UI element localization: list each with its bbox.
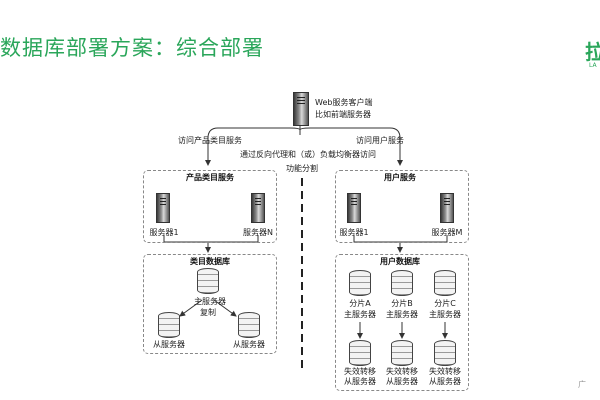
- slave1-db-icon: [158, 312, 180, 338]
- product-db-title: 类目数据库: [190, 257, 230, 266]
- edge-label-proxy: 通过反向代理和（或）负载均衡器访问: [240, 150, 376, 159]
- shardA-db-icon: [349, 270, 371, 296]
- edge-label-product: 访问产品类目服务: [178, 136, 242, 145]
- shardC-role: 主服务器: [429, 310, 461, 319]
- product-db-panel: [143, 254, 277, 354]
- slave2-db-icon: [238, 312, 260, 338]
- shardA-role: 主服务器: [344, 310, 376, 319]
- slave2-label: 从服务器: [233, 340, 265, 349]
- web-client-label-1: Web服务客户端: [315, 98, 373, 107]
- failoverB-line1: 失效转移: [386, 367, 418, 376]
- product-service-panel: [143, 170, 277, 243]
- user-server1-label: 服务器1: [339, 228, 369, 237]
- replicate-label: 复制: [200, 308, 216, 317]
- brand-logo: 拉: [585, 40, 600, 64]
- failoverC-line2: 从服务器: [429, 377, 461, 386]
- shardB-role: 主服务器: [386, 310, 418, 319]
- master-label: 主服务器: [194, 297, 226, 306]
- shardC-db-icon: [434, 270, 456, 296]
- web-client-label-2: 比如前端服务器: [315, 110, 371, 119]
- brand-logo-sub: LA: [589, 62, 597, 69]
- edge-to-user: [299, 127, 403, 166]
- failoverB-db-icon: [391, 340, 413, 366]
- watermark: 广: [578, 380, 586, 389]
- product-serverN-icon: [251, 193, 265, 223]
- slave1-label: 从服务器: [153, 340, 185, 349]
- product-serverN-label: 服务器N: [243, 228, 273, 237]
- user-db-panel: [335, 254, 469, 391]
- user-db-title: 用户数据库: [380, 257, 420, 266]
- failoverC-line1: 失效转移: [429, 367, 461, 376]
- failoverA-line2: 从服务器: [344, 377, 376, 386]
- edge-label-user: 访问用户服务: [356, 136, 404, 145]
- failoverA-line1: 失效转移: [344, 367, 376, 376]
- user-server1-icon: [347, 193, 361, 223]
- user-serverM-icon: [440, 193, 454, 223]
- edge-label-split: 功能分割: [286, 164, 318, 173]
- shardB-name: 分片B: [391, 299, 413, 308]
- failoverB-line2: 从服务器: [386, 377, 418, 386]
- master-db-icon: [197, 268, 219, 294]
- edge-to-product: [205, 127, 301, 166]
- shardC-name: 分片C: [434, 299, 456, 308]
- product-server1-label: 服务器1: [149, 228, 179, 237]
- user-service-panel: [335, 170, 469, 243]
- edge-replicate-left: [179, 299, 203, 317]
- web-client-server-icon: [293, 92, 309, 126]
- shardA-name: 分片A: [349, 299, 371, 308]
- product-service-title: 产品类目服务: [186, 173, 234, 182]
- page-title: 数据库部署方案：综合部署: [0, 36, 264, 60]
- user-service-title: 用户服务: [384, 173, 416, 182]
- user-serverM-label: 服务器M: [431, 228, 463, 237]
- shardB-db-icon: [391, 270, 413, 296]
- failoverA-db-icon: [349, 340, 371, 366]
- failoverC-db-icon: [434, 340, 456, 366]
- product-server1-icon: [156, 193, 170, 223]
- edge-replicate-right: [213, 299, 237, 317]
